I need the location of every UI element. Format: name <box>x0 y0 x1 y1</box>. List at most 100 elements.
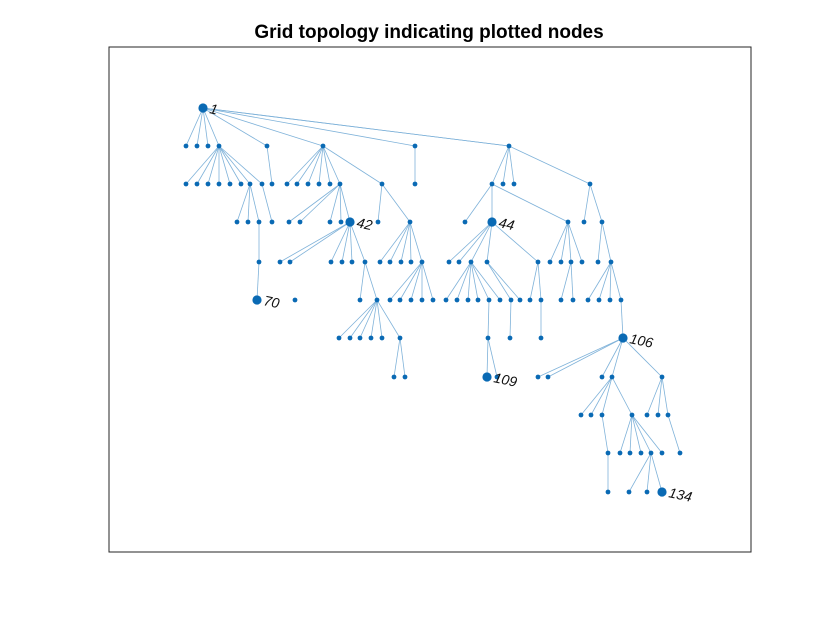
graph-edge <box>629 414 633 454</box>
graph-node <box>607 297 613 303</box>
graph-node <box>379 181 385 187</box>
graph-edge <box>567 221 583 263</box>
graph-node <box>596 297 602 303</box>
graph-edge <box>261 183 273 223</box>
graph-node <box>316 181 322 187</box>
graph-edge <box>609 261 612 301</box>
graph-node <box>659 450 665 456</box>
graph-edge <box>185 145 220 185</box>
graph-node <box>357 335 363 341</box>
graph-node <box>517 297 523 303</box>
graph-edge <box>307 145 324 185</box>
graph-edge <box>329 183 341 223</box>
graph-node <box>454 297 460 303</box>
graph-edge <box>409 221 412 263</box>
graph-node <box>568 259 574 265</box>
graph-edge <box>399 337 406 378</box>
graph-node <box>599 412 605 418</box>
graph-edge <box>376 299 383 339</box>
graph-edge <box>322 145 341 185</box>
graph-edge <box>631 414 642 454</box>
graph-edge <box>376 299 401 339</box>
graph-node <box>547 259 553 265</box>
graph-edge <box>601 337 624 378</box>
graph-edge <box>389 221 411 263</box>
graph-node <box>194 143 200 149</box>
graph-edge <box>218 145 263 185</box>
graph-node <box>599 374 605 380</box>
graph-edge <box>622 337 663 378</box>
graph-edge <box>646 452 652 493</box>
graph-node <box>247 181 253 187</box>
graph-node <box>183 181 189 187</box>
graph-node <box>338 219 344 225</box>
graph-node <box>462 219 468 225</box>
graph-node <box>387 297 393 303</box>
graph-node <box>629 412 635 418</box>
graph-node <box>339 259 345 265</box>
graph-edge <box>661 376 669 416</box>
graph-node <box>377 259 383 265</box>
graph-node <box>617 450 623 456</box>
graph-node <box>419 297 425 303</box>
graph-edge <box>590 376 613 416</box>
graph-edge <box>580 376 613 416</box>
graph-node <box>408 259 414 265</box>
graph-edge <box>410 261 423 301</box>
graph-node <box>626 489 632 495</box>
graph-edge <box>322 145 383 185</box>
graph-edge <box>491 221 539 263</box>
node-label: 109 <box>492 369 518 390</box>
graph-edge <box>487 337 498 378</box>
graph-node <box>644 489 650 495</box>
highlighted-node <box>482 372 492 382</box>
graph-edge <box>467 261 472 301</box>
graph-edge <box>409 221 423 263</box>
graph-edge <box>508 145 515 185</box>
graph-edge <box>620 299 624 339</box>
graph-edge <box>486 221 493 263</box>
graph-edge <box>448 221 493 263</box>
graph-node <box>277 259 283 265</box>
graph-edge <box>339 183 342 223</box>
graph-edge <box>560 221 569 263</box>
node-label: 1 <box>208 100 219 117</box>
node-label: 44 <box>497 214 516 233</box>
graph-edge <box>207 145 220 185</box>
graph-edge <box>202 107 209 147</box>
graph-node <box>446 259 452 265</box>
graph-edge <box>458 221 493 263</box>
graph-node <box>412 143 418 149</box>
graph-node <box>579 259 585 265</box>
axes-box <box>108 46 752 553</box>
graph-edge <box>486 261 512 301</box>
graph-edge <box>370 299 378 339</box>
graph-node <box>500 181 506 187</box>
graph-node <box>578 412 584 418</box>
graph-edge <box>202 107 324 147</box>
graph-edge <box>601 376 613 416</box>
graph-node <box>397 335 403 341</box>
graph-edge <box>491 183 569 223</box>
graph-edge <box>464 183 493 223</box>
graph-edge <box>330 221 351 263</box>
graph-edge <box>491 145 510 185</box>
graph-edge <box>286 145 324 185</box>
graph-node <box>297 219 303 225</box>
graph-node <box>585 297 591 303</box>
graph-node <box>374 297 380 303</box>
graph-node <box>644 412 650 418</box>
graph-node <box>408 297 414 303</box>
graph-node <box>527 297 533 303</box>
graph-node <box>349 259 355 265</box>
figure-title: Grid topology indicating plotted nodes <box>254 22 603 43</box>
graph-node <box>535 374 541 380</box>
graph-edge <box>560 261 572 301</box>
graph-edge <box>631 414 663 454</box>
graph-edge <box>589 183 603 223</box>
graph-node <box>581 219 587 225</box>
graph-node <box>327 219 333 225</box>
graph-node <box>507 335 513 341</box>
graph-node <box>362 259 368 265</box>
graph-edge <box>322 145 331 185</box>
